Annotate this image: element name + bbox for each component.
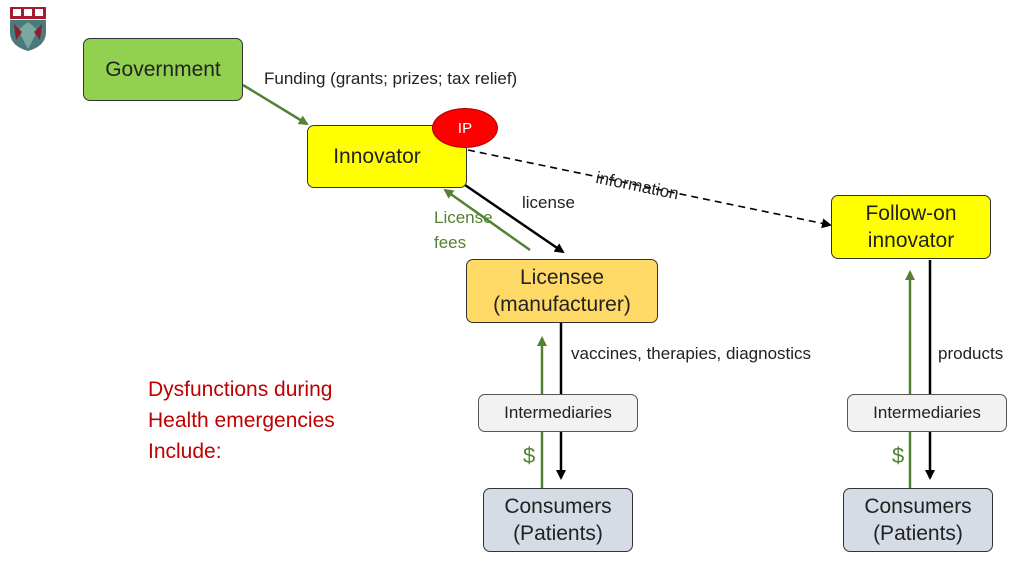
- license-arrow: [464, 183, 565, 254]
- funding-arrow: [242, 83, 309, 126]
- follow-on-label-line2: innovator: [867, 229, 955, 252]
- government-node: Government: [83, 38, 243, 101]
- information-arrow: [467, 149, 832, 229]
- licensee-label-line1: Licensee: [519, 265, 605, 289]
- dysfunctions-note: Dysfunctions during Health emergencies I…: [148, 374, 335, 467]
- government-label: Government: [105, 57, 221, 81]
- intermediaries-left-label: Intermediaries: [504, 402, 612, 422]
- license-fees-arrow: [443, 188, 531, 252]
- dollar-right-label: $: [892, 443, 905, 468]
- innovator-label: Innovator: [333, 144, 421, 168]
- consumers-right-label-line1: Consumers: [864, 494, 972, 518]
- note-line1: Dysfunctions during: [148, 378, 333, 401]
- products-label: products: [938, 344, 1004, 363]
- ip-badge: IP: [432, 108, 498, 148]
- license-label: license: [522, 193, 575, 212]
- consumers-left-label-line1: Consumers: [504, 494, 612, 518]
- license-fees-label-line2: fees: [434, 232, 467, 252]
- consumers-left-label-line2: (Patients): [513, 522, 603, 545]
- consumers-left-node: Consumers (Patients): [483, 488, 633, 552]
- intermediaries-right-label: Intermediaries: [873, 402, 981, 422]
- logo: [8, 6, 48, 52]
- intermediaries-left-node: Intermediaries: [478, 394, 638, 432]
- ip-label: IP: [457, 119, 473, 137]
- note-line3: Include:: [148, 440, 222, 463]
- consumers-right-label-line2: (Patients): [873, 522, 963, 545]
- follow-on-innovator-node: Follow-on innovator: [831, 195, 991, 259]
- licensee-label-line2: (manufacturer): [493, 293, 631, 316]
- dollar-left-label: $: [523, 443, 536, 468]
- vaccines-label: vaccines, therapies, diagnostics: [571, 344, 812, 363]
- shield-icon: [10, 7, 46, 51]
- licensee-node: Licensee (manufacturer): [466, 259, 658, 323]
- note-line2: Health emergencies: [148, 409, 335, 432]
- consumers-right-node: Consumers (Patients): [843, 488, 993, 552]
- license-fees-label: License fees: [434, 206, 493, 255]
- intermediaries-right-node: Intermediaries: [847, 394, 1007, 432]
- license-fees-label-line1: License: [434, 208, 493, 227]
- funding-label: Funding (grants; prizes; tax relief): [264, 69, 518, 88]
- follow-on-label-line1: Follow-on: [865, 201, 957, 225]
